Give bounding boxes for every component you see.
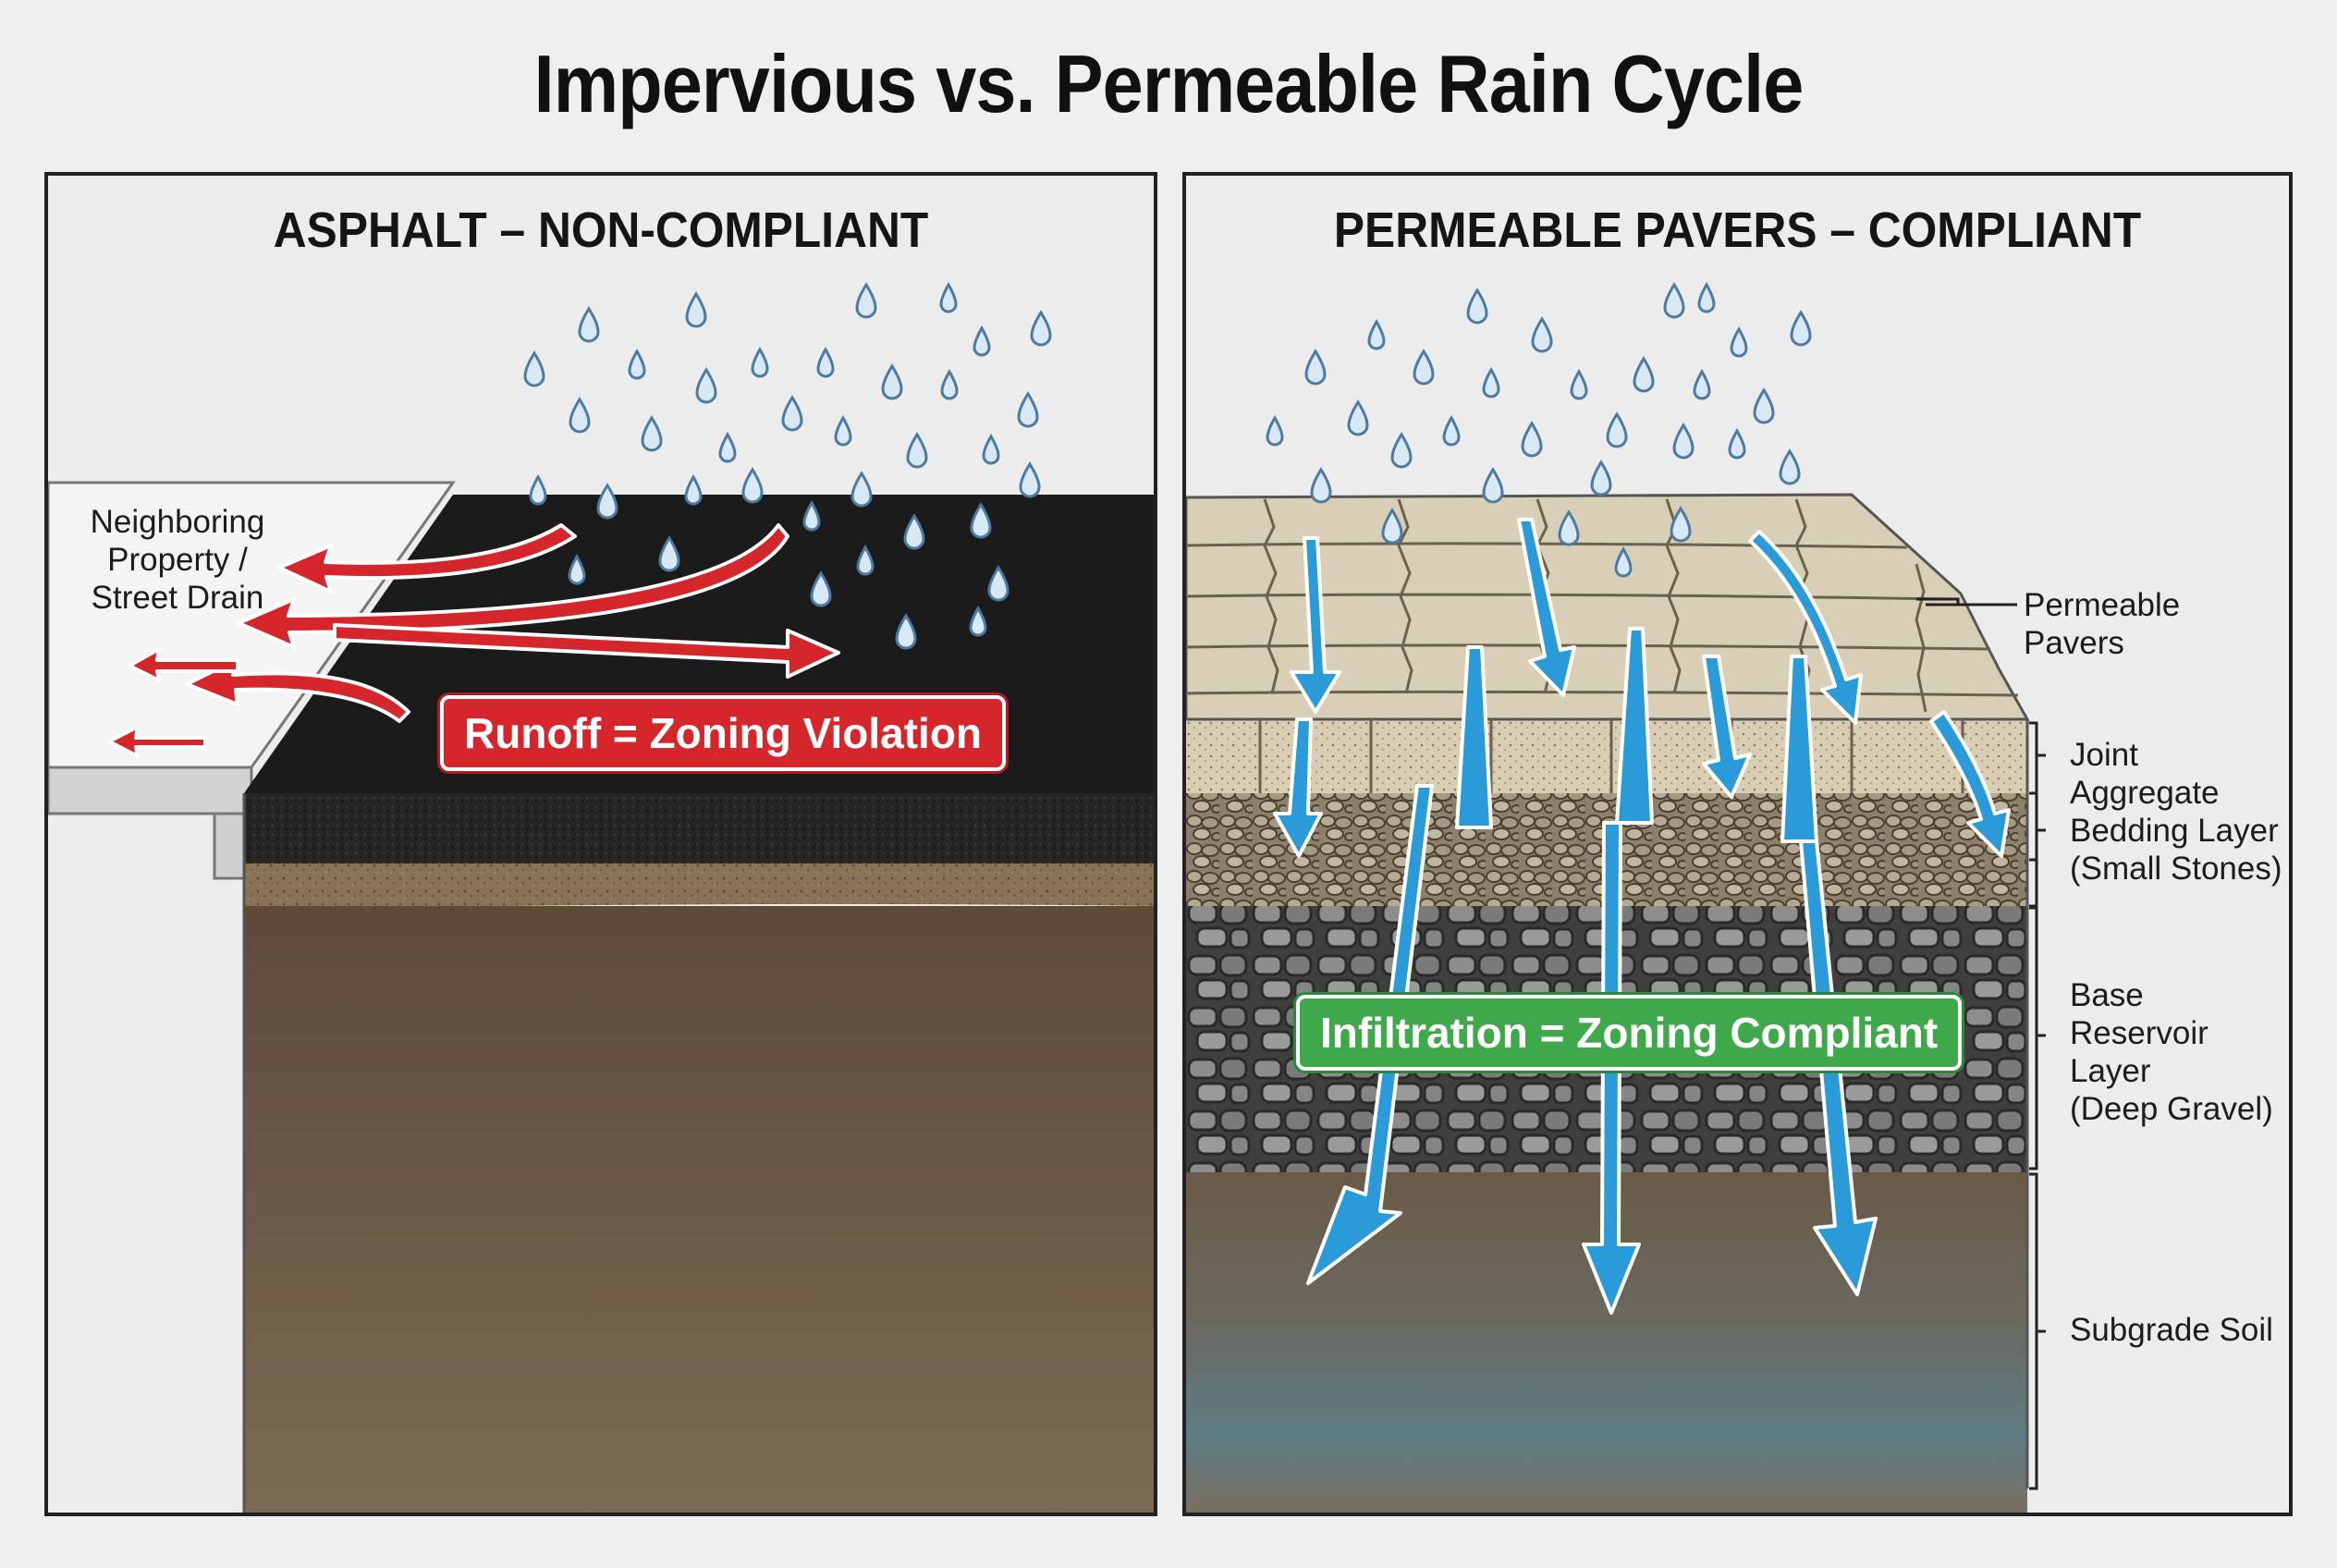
page-title: Impervious vs. Permeable Rain Cycle: [533, 38, 1805, 129]
subgrade-soil-label: Subgrade Soil: [2070, 1312, 2273, 1348]
base-label-line: (Deep Gravel): [2070, 1091, 2273, 1127]
joint-aggregate-label: Joint Aggregate: [2070, 737, 2220, 811]
raindrops-right: [1266, 281, 1812, 578]
asphalt-base: [244, 793, 1154, 864]
permeable-panel-title: PERMEABLE PAVERS – COMPLIANT: [1333, 202, 2142, 258]
sand-layer: [244, 864, 1154, 911]
bedding-label-line: Bedding Layer: [2070, 813, 2279, 849]
paver-surface: [1186, 493, 2030, 721]
runoff-arrows: [107, 523, 840, 758]
bedding-layer-label: Bedding Layer (Small Stones): [2070, 812, 2282, 888]
neighbor-label-line: Street Drain: [91, 580, 264, 616]
neighbor-label-line: Property /: [107, 542, 248, 578]
asphalt-cross-section: [48, 281, 1154, 1513]
base-label-line: Layer: [2070, 1053, 2151, 1089]
asphalt-panel: ASPHALT – NON-COMPLIANT Neighboring Prop…: [44, 172, 1157, 1516]
permeable-panel: PERMEABLE PAVERS – COMPLIANT Infiltratio…: [1182, 172, 2293, 1516]
raindrops-left: [523, 281, 1052, 650]
neighbor-property-label: Neighboring Property / Street Drain: [67, 503, 288, 617]
bedding-label-line: (Small Stones): [2070, 851, 2282, 887]
soil-layer: [244, 906, 1154, 1513]
neighbor-label-line: Neighboring: [90, 504, 265, 540]
infiltration-compliant-badge: Infiltration = Zoning Compliant: [1296, 995, 1963, 1071]
base-reservoir-label: Base Reservoir Layer (Deep Gravel): [2070, 976, 2289, 1128]
paver-joints: [1186, 498, 2019, 713]
asphalt-panel-title: ASPHALT – NON-COMPLIANT: [273, 202, 929, 258]
base-label-line: Base Reservoir: [2070, 977, 2209, 1051]
layer-label-brackets: [1916, 597, 2046, 1490]
runoff-violation-badge: Runoff = Zoning Violation: [440, 695, 1007, 771]
joint-aggregate-layer: [1186, 719, 2027, 793]
permeable-pavers-label: Permeable Pavers: [2024, 587, 2181, 661]
